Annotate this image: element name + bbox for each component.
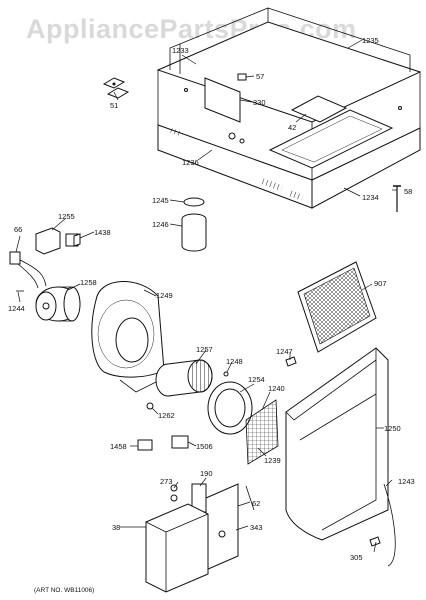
label-66: 66 (14, 225, 22, 234)
label-1244: 1244 (8, 304, 25, 313)
label-42: 42 (288, 123, 296, 132)
wire-1243 (383, 483, 396, 567)
switch-bracket (35, 227, 81, 255)
label-1250: 1250 (384, 424, 401, 433)
grille (245, 399, 279, 465)
label-1236: 1236 (182, 158, 199, 167)
label-1458: 1458 (110, 442, 127, 451)
blower-housing (91, 281, 165, 393)
label-1243: 1243 (398, 477, 415, 486)
clip-1248 (223, 371, 229, 377)
label-1249: 1249 (156, 291, 173, 300)
label-273: 273 (160, 477, 173, 486)
label-330: 330 (253, 98, 266, 107)
label-1247: 1247 (276, 347, 293, 356)
label-1254: 1254 (248, 375, 265, 384)
label-1248: 1248 (226, 357, 243, 366)
label-343: 343 (250, 523, 263, 532)
control-bracket (205, 483, 255, 571)
label-38: 38 (112, 523, 120, 532)
chassis-assembly (156, 7, 422, 209)
label-907: 907 (374, 279, 387, 288)
label-305: 305 (350, 553, 363, 562)
art-number: (ART NO. WB11006) (34, 587, 94, 594)
clip-1247 (285, 356, 297, 367)
blower-wheel (155, 359, 213, 397)
switch-1506 (171, 435, 189, 449)
label-1240: 1240 (268, 384, 285, 393)
wire-harness (9, 251, 47, 289)
label-1239: 1239 (264, 456, 281, 465)
blower-motor (16, 286, 81, 322)
clip-part (102, 77, 130, 99)
label-1234: 1234 (362, 193, 379, 202)
label-1246: 1246 (152, 220, 169, 229)
clip-305 (369, 536, 381, 547)
duct-housing (285, 347, 389, 541)
label-62: 62 (252, 499, 260, 508)
label-1258: 1258 (80, 278, 97, 287)
part-labels: 1233 1235 57 51 330 42 1236 1234 58 1245… (8, 36, 415, 562)
label-51: 51 (110, 101, 118, 110)
label-1506: 1506 (196, 442, 213, 451)
label-1233: 1233 (172, 46, 189, 55)
label-1235: 1235 (362, 36, 379, 45)
label-1257: 1257 (196, 345, 213, 354)
leader-lines (15, 39, 397, 553)
label-190: 190 (200, 469, 213, 478)
grease-filter (297, 261, 377, 353)
cover-panel (145, 503, 209, 593)
label-1438: 1438 (94, 228, 111, 237)
label-1262: 1262 (158, 411, 175, 420)
label-58: 58 (404, 187, 412, 196)
jar-part (181, 197, 207, 252)
label-1245: 1245 (152, 196, 169, 205)
label-57: 57 (256, 72, 264, 81)
orifice-ring (207, 381, 253, 435)
label-1255: 1255 (58, 212, 75, 221)
switch-1458 (137, 439, 153, 451)
nut-1262 (146, 402, 154, 410)
